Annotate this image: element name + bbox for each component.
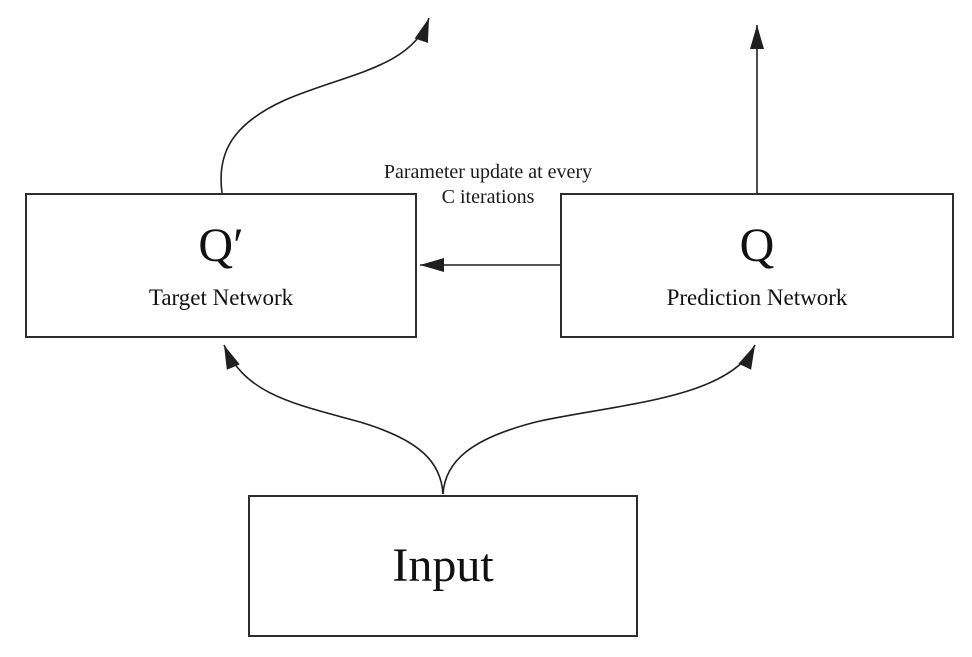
target-network-box: Q′ Target Network [25, 193, 417, 338]
prediction-network-symbol: Q [739, 219, 775, 272]
input-to-target-arrow [223, 344, 444, 495]
parameter-update-annotation: Parameter update at every C iterations [352, 160, 624, 210]
prediction-network-box: Q Prediction Network [560, 193, 954, 338]
target-output-arrow [220, 17, 430, 194]
annotation-line-2: C iterations [441, 186, 535, 208]
target-network-label: Target Network [148, 285, 294, 310]
input-box: Input [248, 495, 638, 637]
annotation-line-1: Parameter update at every [383, 161, 593, 183]
prediction-network-label: Prediction Network [666, 285, 848, 310]
target-network-symbol: Q′ [198, 219, 244, 272]
input-box-label: Input [392, 539, 494, 592]
input-to-prediction-arrow [442, 344, 756, 495]
